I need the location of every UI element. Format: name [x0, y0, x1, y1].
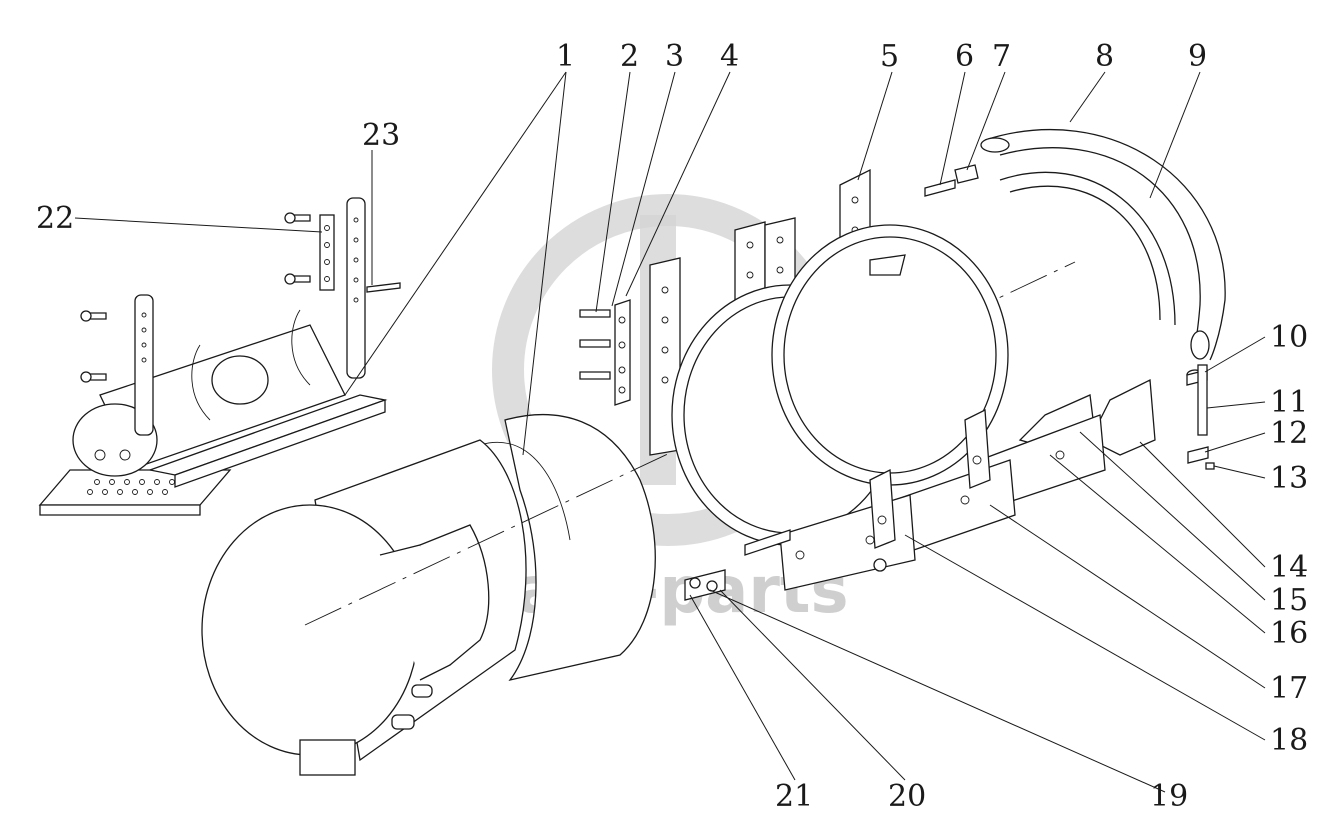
leader-8 [1069, 71, 1106, 123]
leader-9 [1149, 71, 1201, 199]
leader-5 [857, 71, 893, 181]
sleeve-7 [954, 164, 979, 184]
leader-12 [1204, 432, 1266, 453]
fuel-tank [201, 413, 656, 776]
callout-10: 10 [1270, 320, 1308, 355]
tank-far-edge [479, 441, 571, 541]
leader-10 [1204, 336, 1266, 373]
callout-16: 16 [1270, 616, 1308, 651]
leader-20 [719, 589, 906, 781]
callout-1: 1 [556, 39, 575, 74]
callout-5: 5 [880, 39, 899, 74]
overview-assembly [38, 197, 401, 516]
leader-15 [1079, 431, 1266, 601]
callout-9: 9 [1188, 39, 1207, 74]
tank-strap-rear [771, 224, 1009, 486]
callout-15: 15 [1270, 583, 1308, 618]
tank-end-cap [201, 504, 419, 756]
bracket-22 [319, 214, 335, 291]
strap-clamp-rear [964, 408, 991, 489]
nut-12 [1187, 446, 1209, 464]
platform-holes [87, 479, 175, 495]
callout-12: 12 [1270, 416, 1308, 451]
rubber-pad-9 [999, 171, 1176, 326]
leader-lines [74, 71, 1266, 793]
upright-right [346, 197, 366, 379]
callout-3: 3 [665, 39, 684, 74]
mounting-plate-front [579, 299, 631, 406]
leader-7 [966, 71, 1006, 171]
callout-2: 2 [620, 39, 639, 74]
callout-7: 7 [992, 39, 1011, 74]
callout-labels: 1 2 3 4 5 6 7 8 9 10 11 12 13 14 15 16 1… [36, 39, 1308, 814]
callout-13: 13 [1270, 461, 1308, 496]
bolt-21 [689, 529, 791, 592]
bolt-6 [924, 179, 956, 197]
leader-14 [1139, 441, 1266, 568]
callout-4: 4 [720, 39, 739, 74]
tank-fitting-1 [411, 684, 433, 698]
pin-11 [1197, 364, 1208, 436]
tank-fitting-2 [391, 714, 415, 730]
pin-23 [366, 282, 401, 293]
callout-20: 20 [888, 779, 926, 814]
leader-13 [1213, 465, 1266, 479]
callout-17: 17 [1270, 671, 1308, 706]
strap-band-top [869, 254, 906, 276]
callout-19: 19 [1150, 779, 1188, 814]
callout-23: 23 [362, 118, 400, 153]
callout-6: 6 [955, 39, 974, 74]
overview-bolts [80, 212, 311, 383]
leader-16 [1049, 454, 1266, 634]
leader-1b [522, 71, 567, 456]
leader-17 [989, 504, 1266, 689]
leader-11 [1206, 401, 1266, 409]
leader-1a [344, 71, 567, 396]
leader-6 [939, 71, 966, 186]
leader-21 [689, 594, 796, 781]
callout-11: 11 [1270, 385, 1308, 420]
overview-strap-2 [291, 309, 311, 386]
callout-18: 18 [1270, 723, 1308, 758]
leader-2 [595, 71, 631, 313]
step-platform-edge [39, 504, 201, 516]
washer-13 [1205, 462, 1215, 470]
callout-14: 14 [1270, 550, 1308, 585]
leader-19 [709, 589, 1166, 793]
tank-cover-plate-side [419, 524, 490, 666]
callout-21: 21 [775, 779, 813, 814]
callout-22: 22 [36, 201, 74, 236]
frame-rail-side [174, 399, 386, 488]
leader-3 [611, 71, 676, 307]
leader-4 [625, 71, 731, 297]
leader-18 [904, 534, 1266, 741]
strap-clamp-front [869, 468, 896, 549]
upright-left [134, 294, 154, 436]
overview-strap-1 [191, 344, 211, 421]
tank-bottom-bracket [299, 739, 356, 776]
callout-8: 8 [1095, 39, 1114, 74]
leader-22 [74, 217, 323, 233]
